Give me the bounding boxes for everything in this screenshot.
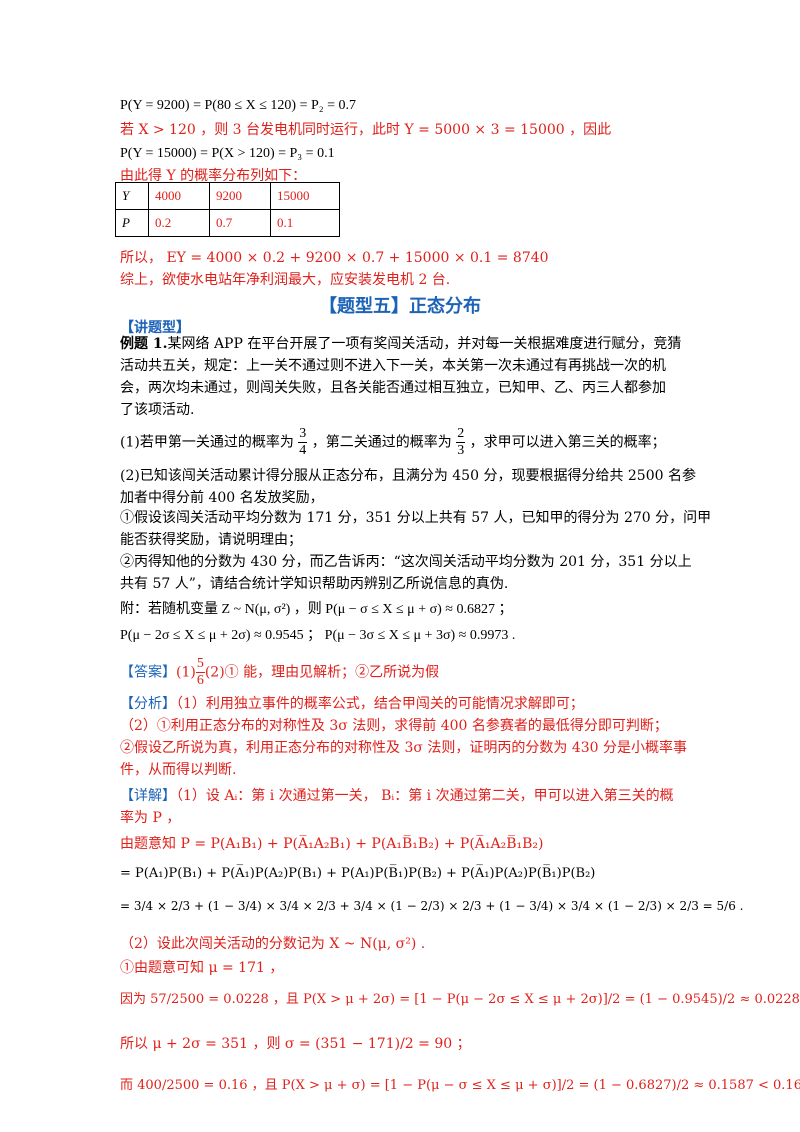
table-cell: 9200 bbox=[209, 182, 271, 210]
detail-line-1: 【详解】（1）设 Aᵢ：第 i 次通过第一关， Bᵢ：第 i 次通过第二关，甲可… bbox=[120, 786, 674, 806]
eq-p-y-9200: P(Y = 9200) = P(80 ≤ X ≤ 120) = P₂ = 0.7 bbox=[120, 98, 357, 113]
conclusion-line: 综上，欲使水电站年净利润最大，应安装发电机 2 台. bbox=[120, 272, 451, 288]
detail-line-8: 因为 57/2500 = 0.0228 ，且 P(X > μ + 2σ) = [… bbox=[120, 992, 800, 1007]
tag-lecture: 【讲题型】 bbox=[120, 320, 190, 336]
table-cell: 4000 bbox=[148, 182, 210, 210]
example-line-4: 了该项活动. bbox=[120, 402, 195, 418]
question-2-d: 能否获得奖励，请说明理由； bbox=[120, 532, 302, 548]
distribution-table: Y 4000 9200 15000 P 0.2 0.7 0.1 bbox=[115, 182, 340, 237]
question-1-c: ，求甲可以进入第三关的概率； bbox=[469, 434, 666, 451]
question-2-a: (2)已知该闯关活动累计得分服从正态分布，且满分为 450 分，现要根据得分给共… bbox=[120, 468, 696, 484]
detail-line-6: （2）设此次闯关活动的分数记为 X ~ N(μ, σ²) . bbox=[120, 936, 426, 952]
example-label: 例题 1. bbox=[120, 336, 168, 352]
detail-line-7: ①由题意可知 μ = 171 ， bbox=[120, 960, 284, 976]
detail-line-3: 由题意知 P = P(A₁B₁) + P(A̅₁A₂B₁) + P(A₁B̅₁B… bbox=[120, 836, 544, 852]
detail-line-4: = P(A₁)P(B₁) + P(A̅₁)P(A₂)P(B₁) + P(A₁)P… bbox=[120, 866, 596, 881]
question-2-f: 共有 57 人”，请结合统计学知识帮助丙辨别乙所说信息的真伪. bbox=[120, 576, 509, 592]
eq-p-y-15000: P(Y = 15000) = P(X > 120) = P₃ = 0.1 bbox=[120, 146, 335, 161]
detail-line-2: 率为 P ， bbox=[120, 810, 181, 826]
detail-line-10: 而 400/2500 = 0.16 ，且 P(X > μ + σ) = [1 −… bbox=[120, 1078, 800, 1093]
detail-tag: 【详解】 bbox=[120, 788, 176, 804]
expectation-line: 所以， EY = 4000 × 0.2 + 9200 × 0.7 + 15000… bbox=[120, 250, 549, 266]
question-1-a: (1)若甲第一关通过的概率为 bbox=[120, 434, 294, 451]
table-cell: 0.2 bbox=[148, 209, 210, 237]
analysis-line-1: 【分析】（1）利用独立事件的概率公式，结合甲闯关的可能情况求解即可； bbox=[120, 694, 584, 714]
analysis-text-1: （1）利用独立事件的概率公式，结合甲闯关的可能情况求解即可； bbox=[176, 696, 584, 712]
analysis-line-2: （2）①利用正态分布的对称性及 3σ 法则，求得前 400 名参赛者的最低得分即… bbox=[120, 718, 668, 734]
example-line-1: 某网络 APP 在平台开展了一项有奖闯关活动，并对每一关根据难度进行赋分，竞猜 bbox=[167, 336, 682, 352]
analysis-line-3: ②假设乙所说为真，利用正态分布的对称性及 3σ 法则，证明丙的分数为 430 分… bbox=[120, 740, 687, 756]
question-1-b: ，第二关通过的概率为 bbox=[311, 434, 452, 451]
table-cell: 15000 bbox=[270, 182, 340, 210]
analysis-line-4: 件，从而得以判断. bbox=[120, 762, 237, 778]
analysis-tag: 【分析】 bbox=[120, 696, 176, 712]
table-cell: P bbox=[115, 209, 149, 237]
table-row: Y 4000 9200 15000 bbox=[115, 182, 340, 210]
question-2-e: ②丙得知他的分数为 430 分，而乙告诉丙：“这次闯关活动平均分数为 201 分… bbox=[120, 554, 692, 570]
appendix-note-2: P(μ − 2σ ≤ X ≤ μ + 2σ) ≈ 0.9545 ； P(μ − … bbox=[120, 628, 516, 643]
table-cell: 0.7 bbox=[209, 209, 271, 237]
section-title: 【题型五】正态分布 bbox=[319, 296, 481, 317]
answer-text-1: (1) bbox=[176, 664, 196, 681]
appendix-note-1: 附：若随机变量 Z ~ N(μ, σ²) ，则 P(μ − σ ≤ X ≤ μ … bbox=[120, 602, 513, 617]
answer-text-2: (2)① 能，理由见解析；②乙所说为假 bbox=[204, 664, 440, 681]
example-line-3: 会，两次均未通过，则闯关失败，且各关能否通过相互独立，已知甲、乙、丙三人都参加 bbox=[120, 380, 666, 396]
example-para: 例题 1.某网络 APP 在平台开展了一项有奖闯关活动，并对每一关根据难度进行赋… bbox=[120, 334, 681, 354]
case-x-gt-120: 若 X > 120 ，则 3 台发电机同时运行，此时 Y = 5000 × 3 … bbox=[120, 122, 612, 138]
distribution-intro: 由此得 Y 的概率分布列如下： bbox=[120, 168, 307, 184]
question-2-b: 加者中得分前 400 名发放奖励， bbox=[120, 490, 324, 506]
detail-text-1: （1）设 Aᵢ：第 i 次通过第一关， Bᵢ：第 i 次通过第二关，甲可以进入第… bbox=[176, 788, 674, 804]
table-cell: 0.1 bbox=[270, 209, 340, 237]
detail-line-9: 所以 μ + 2σ = 351 ，则 σ = (351 − 171)/2 = 9… bbox=[120, 1036, 471, 1052]
answer-tag: 【答案】 bbox=[120, 664, 176, 681]
table-row: P 0.2 0.7 0.1 bbox=[115, 209, 340, 237]
example-line-2: 活动共五关，规定：上一关不通过则不进入下一关，本关第一次未通过有再挑战一次的机 bbox=[120, 358, 666, 374]
question-2-c: ①假设该闯关活动平均分数为 171 分，351 分以上共有 57 人，已知甲的得… bbox=[120, 510, 712, 526]
table-cell: Y bbox=[115, 182, 149, 210]
detail-line-5: = 3/4 × 2/3 + (1 − 3/4) × 3/4 × 2/3 + 3/… bbox=[120, 899, 744, 913]
